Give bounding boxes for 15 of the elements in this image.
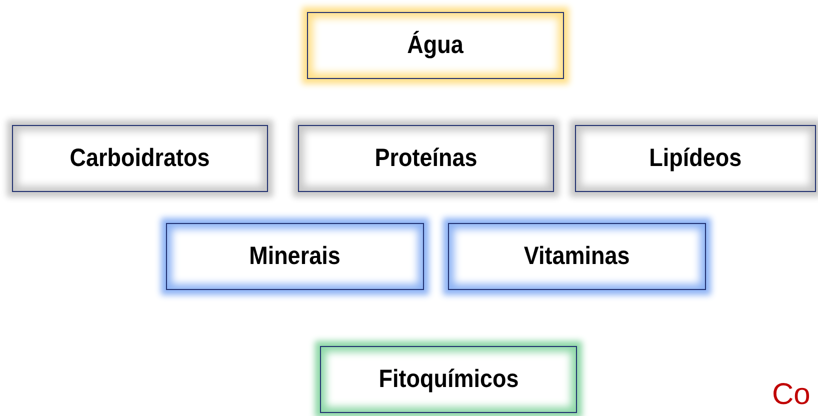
- nutrient-box: [448, 223, 706, 290]
- nutrient-name: Fitoquímicos: [378, 365, 518, 394]
- nutrient-box: [12, 125, 268, 192]
- nutrient-box: [320, 346, 577, 413]
- nutrient-name: Proteínas: [374, 144, 478, 173]
- nutrient-box: [298, 125, 554, 192]
- nutrient-name: Vitaminas: [524, 242, 630, 271]
- nutrient-name: Carboidratos: [70, 144, 210, 173]
- note-text: Co: [772, 378, 810, 412]
- nutrient-name: Minerais: [249, 242, 341, 271]
- nutrient-box: [166, 223, 424, 290]
- nutrient-box: [307, 12, 564, 79]
- nutrient-name: Lipídeos: [649, 144, 742, 173]
- nutrient-box: [575, 125, 816, 192]
- nutrient-name: Água: [407, 31, 464, 60]
